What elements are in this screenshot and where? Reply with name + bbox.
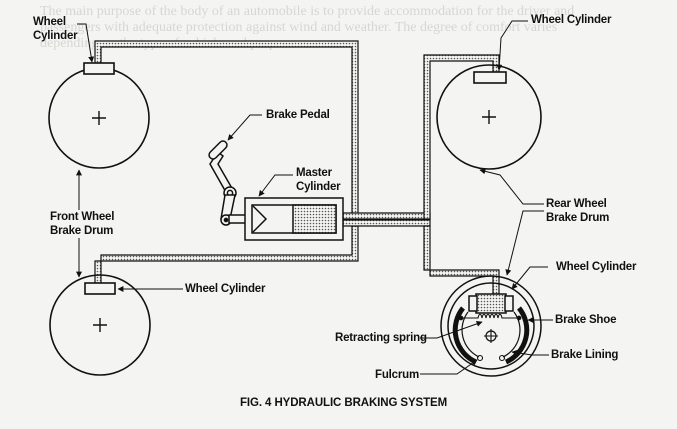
master-reservoir-fluid xyxy=(292,204,337,234)
label-line: Brake Drum xyxy=(546,212,610,224)
label-front-wheel-brake-drum: Front Wheel Brake Drum xyxy=(50,210,114,238)
label-retracting-spring: Retracting spring xyxy=(335,332,427,344)
retracting-spring xyxy=(461,313,519,319)
piston-left xyxy=(468,295,478,312)
label-line: Brake Drum xyxy=(50,225,114,237)
rear-wheel-brake-detail xyxy=(440,275,542,377)
rear-right-upper-wheel xyxy=(436,64,542,170)
master-piston xyxy=(252,205,268,233)
label-brake-pedal: Brake Pedal xyxy=(266,109,330,121)
pedal-pad xyxy=(208,140,228,160)
wheel-cylinder-bottom-left xyxy=(84,282,116,295)
pipe-master-outlet xyxy=(342,212,431,220)
label-line: Front Wheel xyxy=(50,211,115,223)
background-text-line: passengers with adequate protection agai… xyxy=(40,20,558,35)
leader-master-cylinder xyxy=(258,174,293,197)
leader-wheel-cylinder-top-right xyxy=(496,20,528,71)
brake-drum-outer xyxy=(440,275,542,377)
wheel-cylinder-rear xyxy=(475,293,507,314)
front-left-lower-wheel xyxy=(49,274,151,376)
label-line: Cylinder xyxy=(33,30,78,42)
label-wheel-cylinder-top-right: Wheel Cylinder xyxy=(531,14,612,26)
label-brake-lining: Brake Lining xyxy=(551,349,619,361)
label-line: Cylinder xyxy=(296,181,341,193)
front-left-upper-wheel xyxy=(48,62,150,169)
label-wheel-cylinder-rear: Wheel Cylinder xyxy=(556,261,637,273)
brake-shoe-right xyxy=(504,306,530,365)
piston-right xyxy=(504,295,514,312)
wheel-center-mark xyxy=(92,111,106,125)
label-line: Rear Wheel xyxy=(546,198,607,210)
fulcrum-pin-right xyxy=(498,354,506,362)
background-text-line: The main purpose of the body of an autom… xyxy=(40,4,575,19)
brake-shoe-left-web xyxy=(461,311,480,358)
label-master-cylinder: Master Cylinder xyxy=(296,166,341,194)
label-rear-wheel-brake-drum: Rear Wheel Brake Drum xyxy=(546,197,609,225)
label-brake-shoe: Brake Shoe xyxy=(555,314,617,326)
wheel-center-mark xyxy=(93,318,107,332)
brake-pedal-assembly xyxy=(208,140,260,226)
label-wheel-cylinder-top-left: Wheel Cylinder xyxy=(33,15,78,43)
leader-rear-drum-lower xyxy=(505,210,544,276)
brake-shoe-left xyxy=(452,306,478,365)
brake-drum-inner xyxy=(447,282,535,370)
leader-wheel-cylinder-top-left xyxy=(77,23,95,63)
pipe-master-outlet-lower xyxy=(342,219,431,227)
leader-rear-drum-upper xyxy=(479,168,544,205)
leader-brake-lining xyxy=(511,349,549,356)
wheel-cylinder-top-right xyxy=(473,71,507,84)
label-line: Master xyxy=(296,167,332,179)
master-cylinder xyxy=(244,197,344,241)
leader-brake-pedal xyxy=(227,114,262,141)
label-wheel-cylinder-bottom-left: Wheel Cylinder xyxy=(185,283,266,295)
label-fulcrum: Fulcrum xyxy=(375,369,419,381)
label-line: Wheel xyxy=(33,16,66,28)
wheel-center-mark xyxy=(482,110,496,124)
fulcrum-pin-left xyxy=(476,354,484,362)
leader-retracting-spring xyxy=(420,320,483,339)
leader-fulcrum xyxy=(420,359,478,375)
leader-lines xyxy=(76,20,553,375)
figure-caption: FIG. 4 HYDRAULIC BRAKING SYSTEM xyxy=(240,397,448,409)
leader-wheel-cylinder-rear xyxy=(511,266,548,290)
wheel-cylinder-top-left xyxy=(83,62,115,75)
